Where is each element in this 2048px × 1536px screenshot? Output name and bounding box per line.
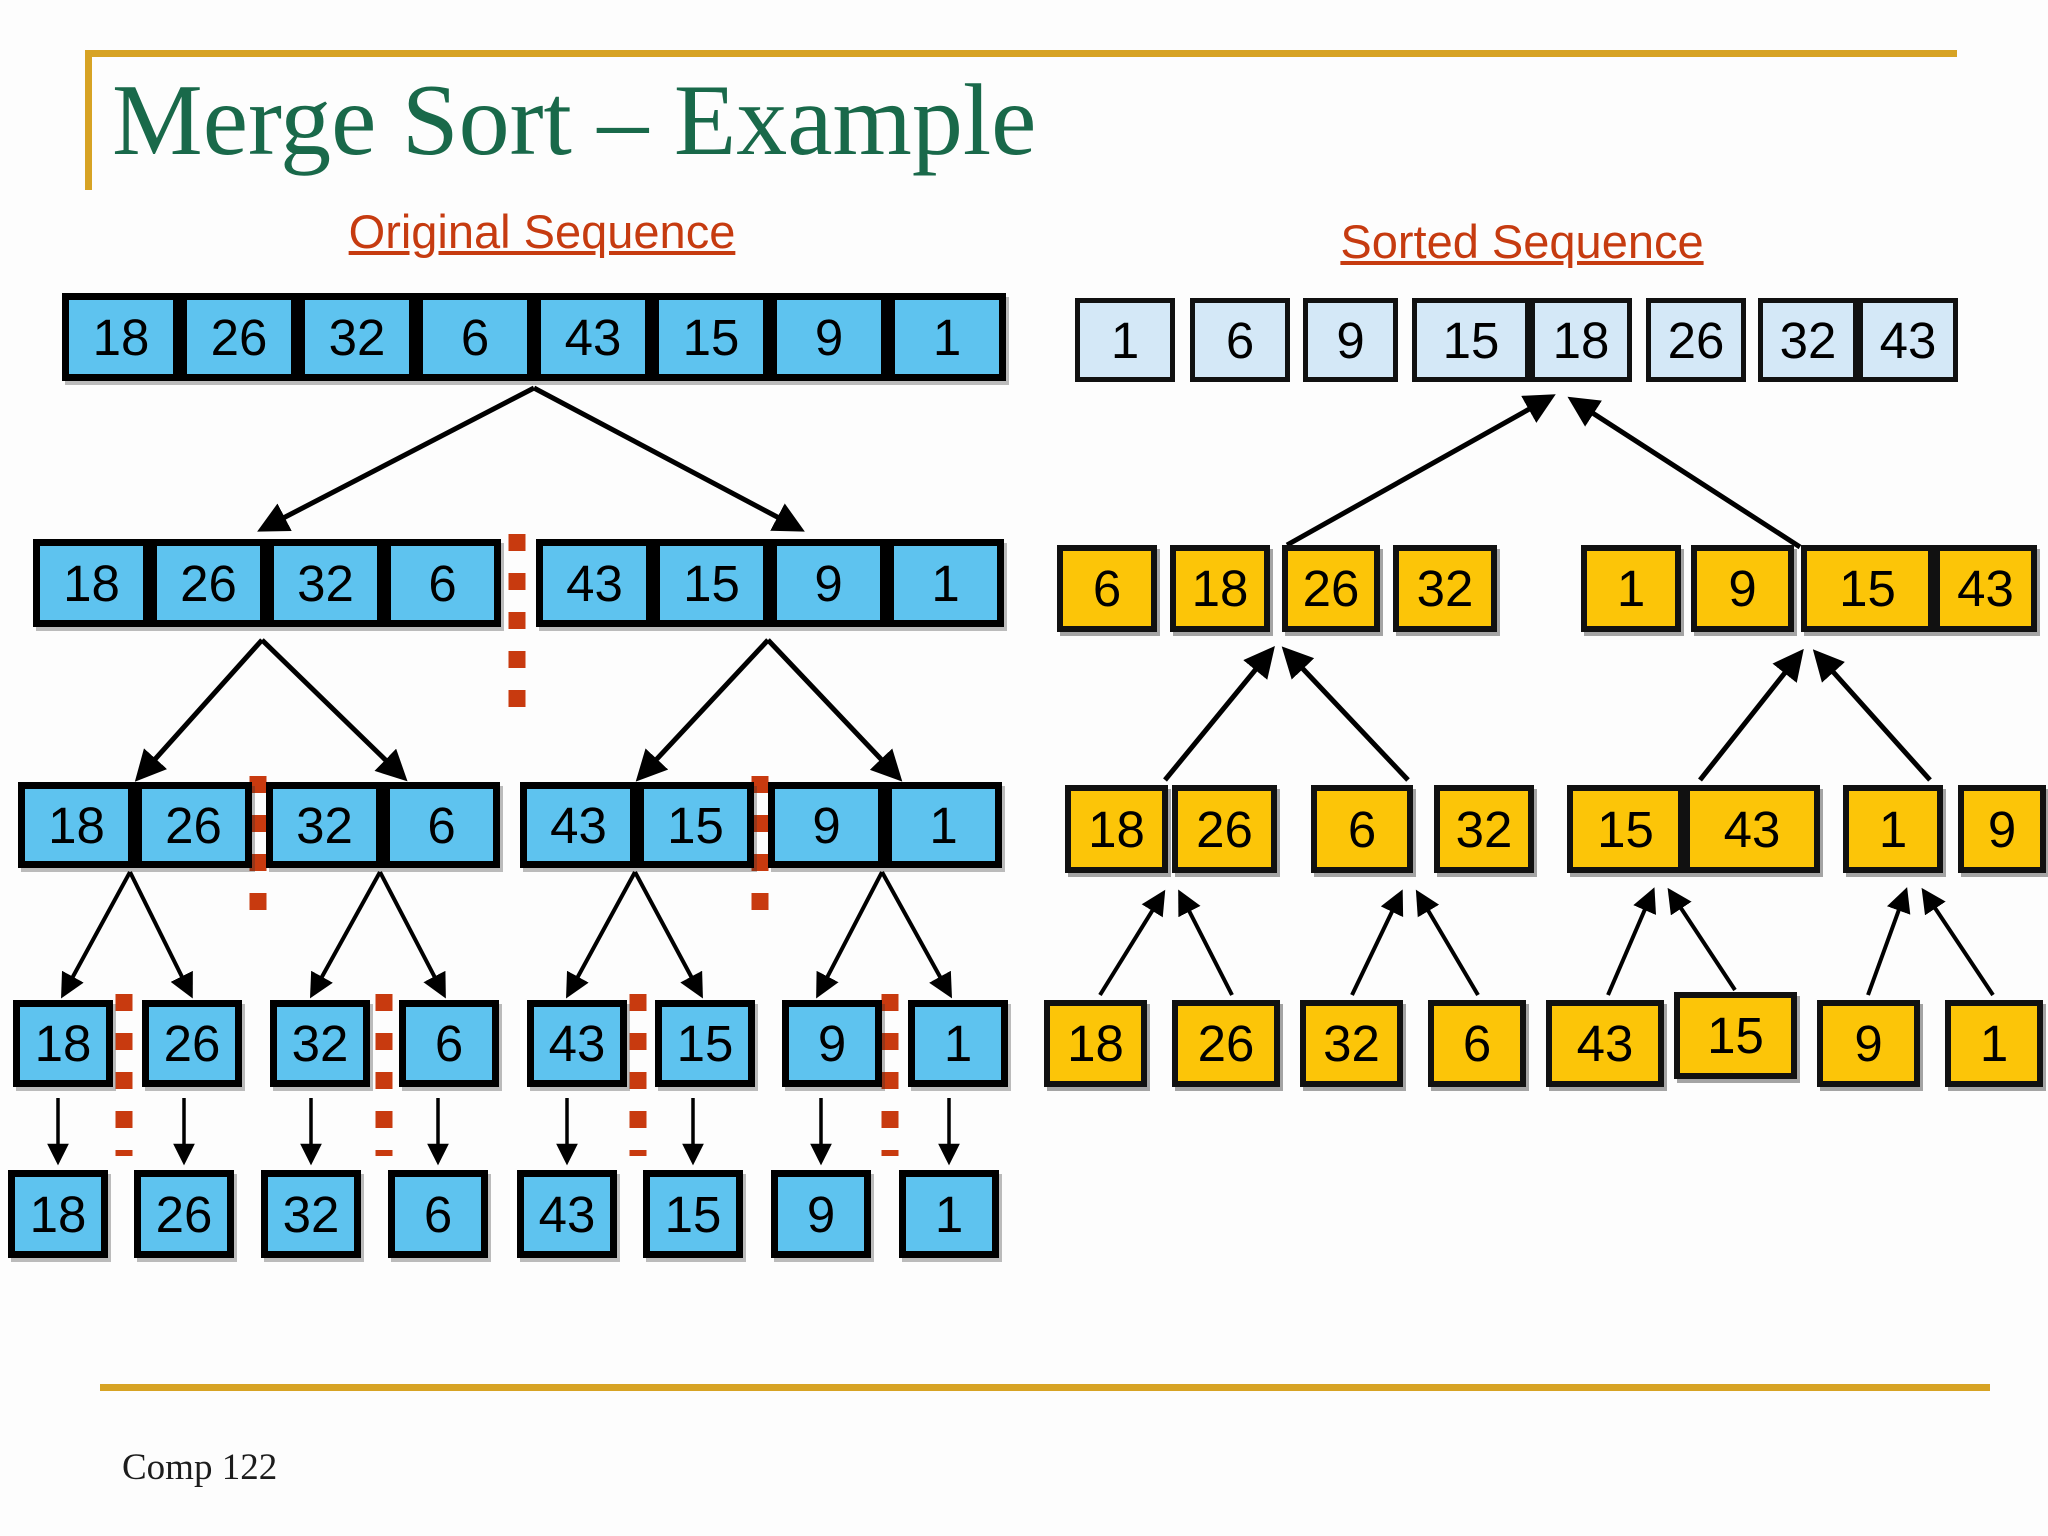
copy-down-arrows bbox=[47, 1098, 960, 1166]
array-cell: 9 bbox=[768, 782, 885, 868]
array-cell: 1 bbox=[1581, 545, 1681, 632]
array-cell: 32 bbox=[267, 539, 384, 627]
array-cell: 43 bbox=[534, 293, 652, 381]
array-cell: 18 bbox=[1170, 545, 1270, 632]
array-cell: 32 bbox=[1300, 1000, 1403, 1087]
sorted-sequence-heading: Sorted Sequence bbox=[1340, 215, 1704, 268]
array-cell: 6 bbox=[384, 539, 501, 627]
array-cell: 43 bbox=[1684, 785, 1820, 873]
array-cell: 32 bbox=[298, 293, 416, 381]
array-cell: 15 bbox=[637, 782, 754, 868]
array-cell: 1 bbox=[885, 782, 1002, 868]
array-cell: 15 bbox=[1674, 992, 1797, 1079]
array-cell: 6 bbox=[1428, 1000, 1526, 1087]
array-cell: 1 bbox=[1945, 1000, 2043, 1087]
array-cell: 43 bbox=[1934, 545, 2037, 632]
array-cell: 9 bbox=[1817, 1000, 1920, 1087]
array-cell: 1 bbox=[1843, 785, 1943, 873]
array-cell: 43 bbox=[1858, 298, 1958, 382]
array-cell: 18 bbox=[1044, 1000, 1147, 1087]
array-cell: 15 bbox=[652, 293, 770, 381]
array-cell: 43 bbox=[1546, 1000, 1664, 1087]
array-cell: 26 bbox=[135, 782, 252, 868]
array-cell: 1 bbox=[1075, 298, 1175, 382]
array-cell: 15 bbox=[1567, 785, 1684, 873]
array-cell: 32 bbox=[1434, 785, 1534, 873]
array-cell: 26 bbox=[1172, 785, 1277, 873]
array-cell: 18 bbox=[33, 539, 150, 627]
array-cell: 43 bbox=[520, 782, 637, 868]
array-cell: 26 bbox=[180, 293, 298, 381]
array-cell: 26 bbox=[150, 539, 267, 627]
array-cell: 18 bbox=[8, 1170, 108, 1258]
array-cell: 1 bbox=[908, 1000, 1008, 1087]
array-cell: 6 bbox=[383, 782, 500, 868]
array-cell: 9 bbox=[1691, 545, 1794, 632]
array-cell: 43 bbox=[536, 539, 653, 627]
array-cell: 6 bbox=[1057, 545, 1157, 632]
top-border-line bbox=[85, 50, 1957, 57]
array-cell: 32 bbox=[261, 1170, 361, 1258]
array-cell: 43 bbox=[517, 1170, 617, 1258]
array-cell: 15 bbox=[653, 539, 770, 627]
array-cell: 9 bbox=[1303, 298, 1398, 382]
array-cell: 26 bbox=[134, 1170, 234, 1258]
left-border-line bbox=[85, 50, 92, 190]
slide-title: Merge Sort – Example bbox=[112, 64, 1037, 177]
array-cell: 9 bbox=[782, 1000, 882, 1087]
array-cell: 32 bbox=[270, 1000, 370, 1087]
bottom-divider-line bbox=[100, 1384, 1990, 1391]
array-cell: 18 bbox=[18, 782, 135, 868]
array-cell: 6 bbox=[1190, 298, 1290, 382]
array-cell: 6 bbox=[1311, 785, 1413, 873]
array-cell: 15 bbox=[655, 1000, 755, 1087]
array-cell: 6 bbox=[399, 1000, 499, 1087]
array-cell: 18 bbox=[13, 1000, 113, 1087]
split-arrows bbox=[61, 385, 953, 999]
array-cell: 26 bbox=[1172, 1000, 1280, 1087]
array-cell: 26 bbox=[1282, 545, 1380, 632]
array-cell: 18 bbox=[1530, 298, 1632, 382]
array-cell: 18 bbox=[1065, 785, 1168, 873]
array-cell: 1 bbox=[888, 293, 1006, 381]
array-cell: 9 bbox=[770, 293, 888, 381]
array-cell: 9 bbox=[1958, 785, 2046, 873]
array-cell: 43 bbox=[527, 1000, 627, 1087]
array-cell: 26 bbox=[1646, 298, 1746, 382]
array-cell: 6 bbox=[416, 293, 534, 381]
array-cell: 32 bbox=[266, 782, 383, 868]
array-cell: 18 bbox=[62, 293, 180, 381]
array-cell: 26 bbox=[142, 1000, 242, 1087]
array-cell: 9 bbox=[771, 1170, 871, 1258]
array-cell: 1 bbox=[899, 1170, 999, 1258]
array-cell: 6 bbox=[388, 1170, 488, 1258]
array-cell: 32 bbox=[1758, 298, 1858, 382]
footer-course-label: Comp 122 bbox=[122, 1447, 278, 1488]
array-cell: 9 bbox=[770, 539, 887, 627]
merge-arrows bbox=[1098, 394, 1995, 997]
array-cell: 1 bbox=[887, 539, 1004, 627]
array-cell: 15 bbox=[1412, 298, 1530, 382]
array-cell: 15 bbox=[643, 1170, 743, 1258]
array-cell: 32 bbox=[1393, 545, 1497, 632]
original-sequence-heading: Original Sequence bbox=[348, 205, 736, 258]
array-cell: 15 bbox=[1801, 545, 1934, 632]
